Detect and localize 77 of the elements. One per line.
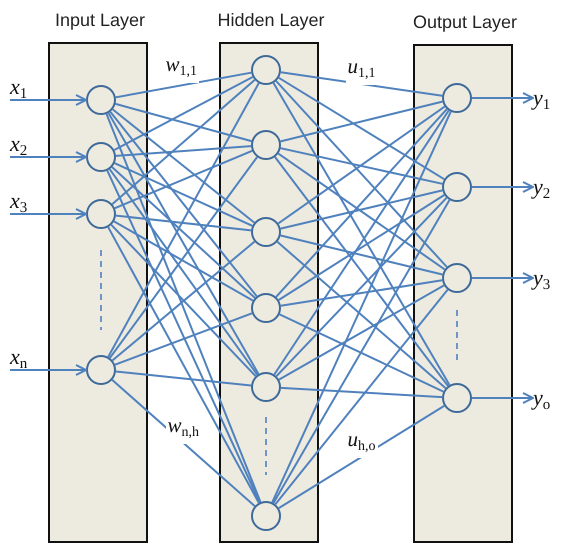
- weight-connection: [108, 112, 260, 374]
- weight-connection: [112, 108, 255, 224]
- weight-connection: [280, 100, 443, 142]
- weight-connection: [280, 147, 443, 185]
- weight-connection: [274, 156, 449, 387]
- neuron-circle: [251, 217, 281, 247]
- neuron-circle: [251, 501, 281, 531]
- arrow: [472, 392, 534, 404]
- weight-connection: [278, 76, 445, 180]
- weight-connection: [275, 108, 448, 298]
- arrow: [10, 208, 87, 220]
- weight-connection: [112, 379, 256, 507]
- neuron-circle: [86, 199, 116, 229]
- output-variable: y$_{1}$: [533, 87, 569, 109]
- neuron-circle: [442, 263, 472, 293]
- weight-connection: [112, 240, 256, 362]
- weight-connection: [116, 214, 252, 232]
- weight-connection: [280, 234, 443, 276]
- weight-connection: [106, 114, 262, 502]
- weight-connection: [278, 194, 445, 301]
- weight-connection: [114, 162, 253, 227]
- weight-connection: [115, 102, 252, 142]
- neuron-circle: [86, 142, 116, 172]
- arrow: [10, 94, 87, 106]
- layer-heading: Hidden Layer: [216, 10, 326, 31]
- weight-connection: [276, 241, 446, 389]
- weight-connection: [275, 80, 448, 268]
- weight-connection: [278, 106, 446, 224]
- neuron-circle: [251, 293, 281, 323]
- weight-connection: [107, 226, 260, 504]
- arrow: [472, 272, 534, 284]
- input-variable: x$_{3}$: [10, 190, 50, 214]
- weight-connection: [280, 386, 442, 398]
- weight-connection: [271, 111, 452, 503]
- weight-connection: [110, 111, 258, 297]
- weight-connection: [107, 82, 260, 358]
- weight-connection: [110, 224, 256, 377]
- weight-connection: [279, 314, 444, 392]
- layer-heading: Input Layer: [54, 10, 146, 31]
- input-variable: x$_{2}$: [10, 133, 50, 157]
- weight-connection: [276, 197, 448, 377]
- weight-connection: [278, 405, 445, 509]
- arrow: [472, 181, 534, 193]
- weight-connection: [278, 152, 446, 270]
- weight-connection: [116, 72, 252, 98]
- output-variable: y$_{3}$: [533, 267, 569, 289]
- weight-connection: [114, 220, 254, 302]
- neuron-circle: [251, 130, 281, 160]
- weight-connection: [116, 370, 252, 386]
- neuron-circle: [251, 372, 281, 402]
- neuron-circle: [442, 383, 472, 413]
- weight-connection: [114, 76, 254, 151]
- weight-connection: [112, 79, 256, 205]
- input-variable: x$_{1}$: [10, 76, 50, 100]
- input-variable: x$_{n}$: [10, 346, 50, 370]
- weight-connection: [106, 170, 261, 503]
- weight-connection: [114, 312, 252, 366]
- weight-connection: [272, 200, 450, 504]
- weight-connection: [280, 71, 442, 97]
- arrow: [10, 364, 87, 376]
- weight-connection: [111, 166, 256, 299]
- output-variable: y$_{o}$: [533, 387, 569, 409]
- layer-heading: Output Layer: [412, 12, 518, 33]
- neuron-circle: [442, 172, 472, 202]
- neuron-circle: [442, 83, 472, 113]
- weight-connection: [114, 150, 253, 210]
- weight-connection: [274, 289, 448, 505]
- weight-connection: [278, 284, 444, 380]
- weight-connection: [280, 279, 442, 307]
- weight-connection: [116, 145, 252, 157]
- arrow: [472, 92, 534, 104]
- weight-connection: [280, 189, 443, 230]
- neuron-circle: [86, 355, 116, 385]
- output-variable: y$_{2}$: [533, 176, 569, 198]
- neuron-circle: [251, 55, 281, 85]
- arrow: [10, 151, 87, 163]
- neuron-circle: [86, 85, 116, 115]
